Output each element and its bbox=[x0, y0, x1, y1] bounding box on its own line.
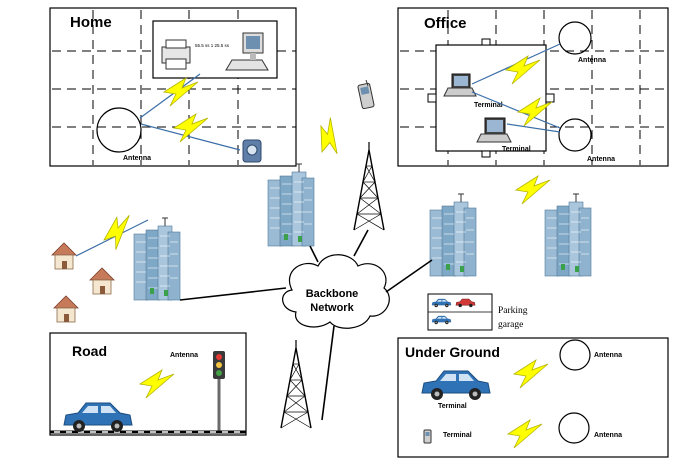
underground-terminal-label-2: Terminal bbox=[443, 432, 472, 439]
home-antenna bbox=[96, 107, 142, 153]
office-antenna-label-1: Antenna bbox=[578, 57, 606, 64]
traffic-light-icon bbox=[213, 351, 225, 432]
road-title: Road bbox=[72, 343, 107, 359]
home-title: Home bbox=[70, 14, 112, 31]
office-title: Office bbox=[424, 15, 467, 32]
laptop-icon bbox=[476, 117, 512, 143]
parking-label-line1: Parking bbox=[498, 306, 528, 316]
base-station-building bbox=[133, 217, 181, 301]
underground-terminal-label-1: Terminal bbox=[438, 403, 467, 410]
office-antenna bbox=[558, 21, 592, 55]
house-icon bbox=[89, 267, 115, 295]
home-antenna-label: Antenna bbox=[123, 155, 151, 162]
network-links bbox=[179, 229, 433, 421]
base-station-building bbox=[267, 163, 315, 247]
wireless-signal-icon bbox=[515, 175, 551, 205]
underground-antenna-label-1: Antenna bbox=[594, 352, 622, 359]
printer-icon bbox=[161, 39, 191, 70]
backbone-label-line1: Backbone bbox=[306, 288, 359, 300]
mobile-phone-icon bbox=[357, 79, 375, 110]
radio-tower-icon bbox=[280, 339, 312, 429]
underground-antenna bbox=[559, 339, 591, 371]
desktop-computer-icon bbox=[225, 32, 269, 71]
device-label: 55.5 ss 1 25.5 ss bbox=[195, 43, 230, 48]
home-panel: Home 55.5 ss 1 25.5 ss Antenna bbox=[49, 7, 297, 167]
house-icon bbox=[51, 242, 77, 270]
underground-title: Under Ground bbox=[405, 344, 500, 360]
office-terminal-label-2: Terminal bbox=[502, 146, 531, 153]
mobile-phone-icon bbox=[423, 429, 432, 444]
base-station-building bbox=[544, 193, 592, 277]
office-terminal-label-1: Terminal bbox=[474, 102, 503, 109]
backbone-label-line2: Network bbox=[310, 302, 354, 314]
office-panel: Office Terminal Terminal Antenna Antenna bbox=[397, 7, 669, 167]
parking-label-line2: garage bbox=[498, 320, 523, 330]
webcam-icon bbox=[242, 139, 262, 163]
radio-tower-icon bbox=[353, 141, 385, 231]
road-panel: Road Antenna bbox=[49, 332, 247, 436]
wireless-signal-icon bbox=[309, 115, 352, 160]
parking-garage bbox=[427, 293, 493, 331]
underground-antenna-label-2: Antenna bbox=[594, 432, 622, 439]
office-antenna-label-2: Antenna bbox=[587, 156, 615, 163]
laptop-icon bbox=[443, 73, 477, 97]
underground-panel: Under Ground Antenna Antenna Terminal Te… bbox=[397, 337, 669, 458]
office-antenna bbox=[558, 118, 592, 152]
backbone-network-cloud bbox=[282, 254, 390, 329]
base-station-building bbox=[429, 193, 477, 277]
house-icon bbox=[53, 295, 79, 323]
road-antenna-label: Antenna bbox=[170, 352, 198, 359]
underground-antenna bbox=[558, 412, 590, 444]
